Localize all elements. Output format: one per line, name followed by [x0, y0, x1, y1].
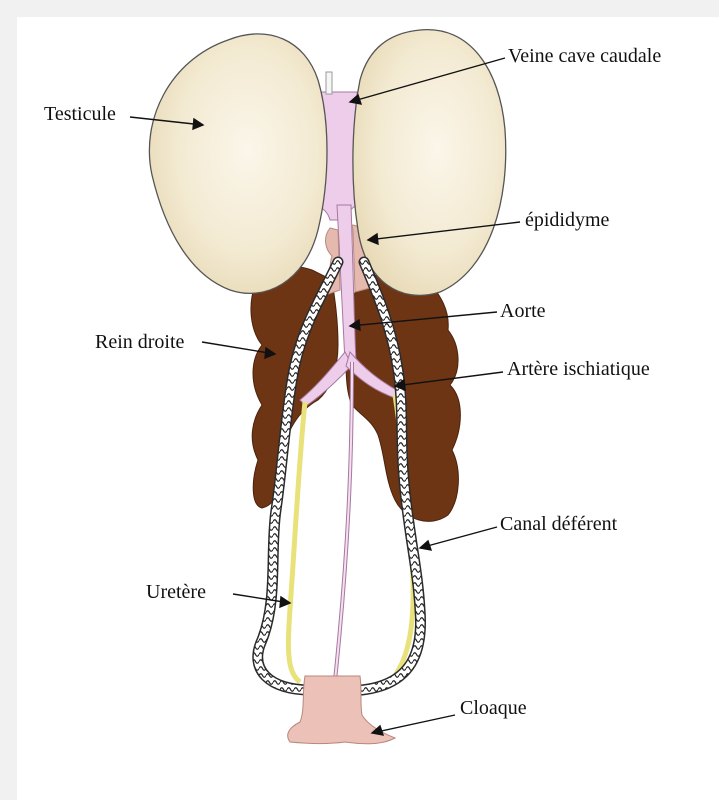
- label-cloaque: Cloaque: [460, 698, 527, 718]
- caudal-artery: [334, 362, 352, 690]
- caudal-vena-cava-stub: [326, 72, 332, 94]
- label-canal-deferent: Canal déférent: [500, 514, 617, 534]
- leader-cloaque: [372, 715, 455, 733]
- testicle-left: [353, 30, 506, 296]
- label-veine-cave-caudale: Veine cave caudale: [508, 46, 661, 66]
- label-epididyme: épididyme: [525, 210, 609, 230]
- label-testicule: Testicule: [44, 104, 116, 124]
- testicle-right: [149, 34, 327, 294]
- label-rein-droite: Rein droite: [95, 332, 184, 352]
- leader-canal-deferent-arrowhead: [420, 541, 431, 550]
- ureter-right: [288, 402, 305, 682]
- label-aorte: Aorte: [500, 301, 546, 321]
- leader-canal-deferent: [420, 527, 497, 548]
- label-artere-ischiatique: Artère ischiatique: [507, 359, 650, 379]
- label-uretere: Uretère: [146, 582, 206, 602]
